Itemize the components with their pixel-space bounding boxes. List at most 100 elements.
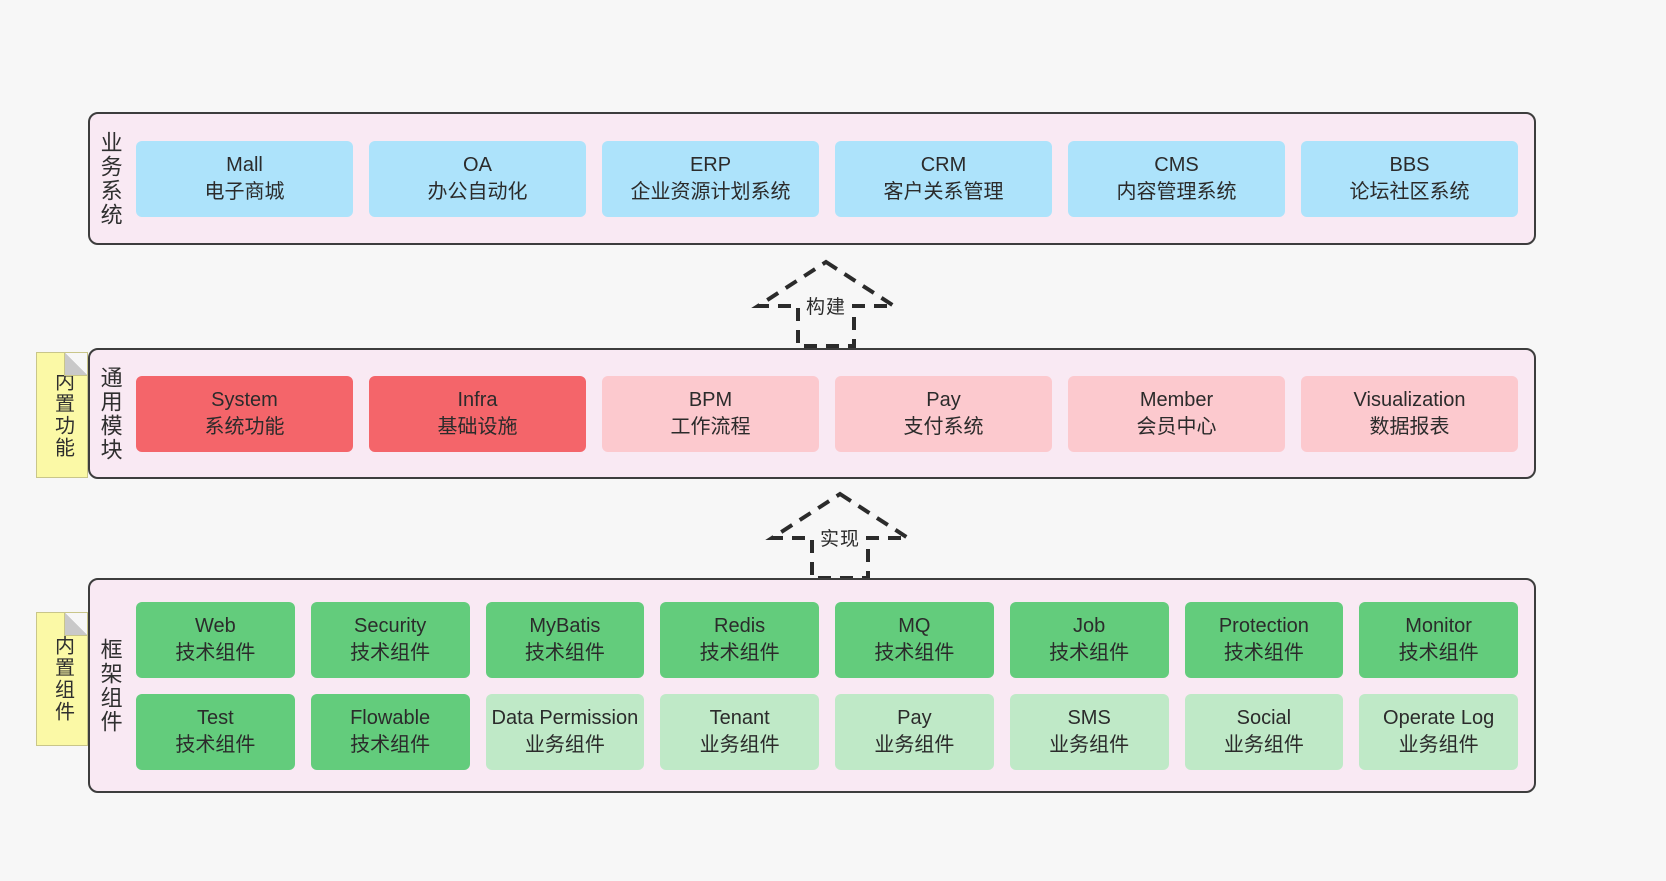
card-subtitle: 内容管理系统 bbox=[1116, 180, 1237, 203]
card-erp[interactable]: ERP 企业资源计划系统 bbox=[602, 140, 819, 217]
card-subtitle: 客户关系管理 bbox=[883, 180, 1004, 203]
card-title: Monitor bbox=[1405, 615, 1472, 638]
card-infra[interactable]: Infra 基础设施 bbox=[369, 375, 586, 452]
sticky-note-builtin-components: 内置组件 bbox=[36, 612, 88, 746]
card-subtitle: 技术组件 bbox=[350, 641, 431, 664]
card-row: Test 技术组件 Flowable 技术组件 Data Permission … bbox=[136, 693, 1518, 770]
card-monitor[interactable]: Monitor 技术组件 bbox=[1359, 601, 1518, 678]
card-subtitle: 论坛社区系统 bbox=[1349, 180, 1470, 203]
sticky-note-builtin-functions: 内置功能 bbox=[36, 352, 88, 478]
card-subtitle: 技术组件 bbox=[699, 641, 780, 664]
card-title: ERP bbox=[689, 154, 732, 177]
card-subtitle: 数据报表 bbox=[1369, 415, 1450, 438]
sticky-note-label: 内置功能 bbox=[51, 371, 74, 459]
card-member[interactable]: Member 会员中心 bbox=[1068, 375, 1285, 452]
card-title: System bbox=[211, 389, 278, 412]
card-bbs[interactable]: BBS 论坛社区系统 bbox=[1301, 140, 1518, 217]
card-redis[interactable]: Redis 技术组件 bbox=[660, 601, 819, 678]
card-crm[interactable]: CRM 客户关系管理 bbox=[835, 140, 1052, 217]
card-subtitle: 技术组件 bbox=[1398, 641, 1479, 664]
card-title: Social bbox=[1236, 707, 1292, 730]
card-subtitle: 基础设施 bbox=[437, 415, 518, 438]
dashed-up-arrow-icon bbox=[751, 259, 901, 348]
card-visualization[interactable]: Visualization 数据报表 bbox=[1301, 375, 1518, 452]
arrow-build: 构建 bbox=[746, 256, 906, 348]
card-subtitle: 技术组件 bbox=[874, 641, 955, 664]
card-subtitle: 技术组件 bbox=[175, 641, 256, 664]
card-bpm[interactable]: BPM 工作流程 bbox=[602, 375, 819, 452]
card-mall[interactable]: Mall 电子商城 bbox=[136, 140, 353, 217]
card-subtitle: 工作流程 bbox=[670, 415, 751, 438]
card-flowable[interactable]: Flowable 技术组件 bbox=[310, 693, 470, 770]
sticky-note-label: 内置组件 bbox=[51, 635, 74, 723]
card-title: MQ bbox=[898, 615, 931, 638]
card-title: Flowable bbox=[350, 707, 431, 730]
card-subtitle: 业务组件 bbox=[1398, 733, 1479, 756]
card-subtitle: 业务组件 bbox=[1223, 733, 1304, 756]
card-title: CMS bbox=[1154, 154, 1199, 177]
card-subtitle: 系统功能 bbox=[204, 415, 285, 438]
card-security[interactable]: Security 技术组件 bbox=[310, 601, 470, 678]
card-sms[interactable]: SMS 业务组件 bbox=[1009, 693, 1169, 770]
card-title: Data Permission bbox=[491, 707, 639, 730]
section-label-common-modules: 通用模块 bbox=[97, 365, 123, 462]
card-title: Tenant bbox=[709, 707, 770, 730]
card-web[interactable]: Web 技术组件 bbox=[136, 601, 295, 678]
card-title: Test bbox=[197, 707, 234, 730]
card-subtitle: 企业资源计划系统 bbox=[630, 180, 791, 203]
card-title: BPM bbox=[688, 389, 733, 412]
card-cms[interactable]: CMS 内容管理系统 bbox=[1068, 140, 1285, 217]
card-pay-component[interactable]: Pay 业务组件 bbox=[835, 693, 994, 770]
card-subtitle: 业务组件 bbox=[874, 733, 955, 756]
card-subtitle: 技术组件 bbox=[350, 733, 431, 756]
card-oa[interactable]: OA 办公自动化 bbox=[369, 140, 586, 217]
card-title: Member bbox=[1139, 389, 1214, 412]
card-title: Operate Log bbox=[1383, 707, 1495, 730]
card-title: Web bbox=[194, 615, 236, 638]
card-title: Pay bbox=[926, 389, 961, 412]
card-protection[interactable]: Protection 技术组件 bbox=[1184, 601, 1344, 678]
card-title: Security bbox=[354, 615, 427, 638]
card-subtitle: 电子商城 bbox=[204, 180, 285, 203]
card-title: CRM bbox=[920, 154, 967, 177]
card-title: OA bbox=[463, 154, 492, 177]
card-pay-module[interactable]: Pay 支付系统 bbox=[835, 375, 1052, 452]
card-test[interactable]: Test 技术组件 bbox=[136, 693, 295, 770]
card-title: Mall bbox=[226, 154, 263, 177]
card-title: BBS bbox=[1389, 154, 1430, 177]
card-job[interactable]: Job 技术组件 bbox=[1009, 601, 1169, 678]
arrow-realize: 实现 bbox=[760, 488, 920, 580]
card-system[interactable]: System 系统功能 bbox=[136, 375, 353, 452]
section-body-business-systems: Mall 电子商城 OA 办公自动化 ERP 企业资源计划系统 CRM 客户关系… bbox=[130, 114, 1534, 243]
section-common-modules: 通用模块 System 系统功能 Infra 基础设施 BPM 工作流程 Pay… bbox=[88, 348, 1536, 479]
card-subtitle: 业务组件 bbox=[524, 733, 605, 756]
card-mq[interactable]: MQ 技术组件 bbox=[835, 601, 994, 678]
card-subtitle: 支付系统 bbox=[903, 415, 984, 438]
card-title: Job bbox=[1073, 615, 1106, 638]
card-social[interactable]: Social 业务组件 bbox=[1184, 693, 1344, 770]
section-framework-components: 框架组件 Web 技术组件 Security 技术组件 MyBatis 技术组件… bbox=[88, 578, 1536, 793]
section-business-systems: 业务系统 Mall 电子商城 OA 办公自动化 ERP 企业资源计划系统 CRM… bbox=[88, 112, 1536, 245]
card-tenant[interactable]: Tenant 业务组件 bbox=[660, 693, 819, 770]
card-subtitle: 技术组件 bbox=[1049, 641, 1130, 664]
card-subtitle: 业务组件 bbox=[1049, 733, 1130, 756]
card-title: Protection bbox=[1218, 615, 1309, 638]
arrow-label: 实现 bbox=[819, 529, 861, 550]
card-title: Infra bbox=[457, 389, 498, 412]
card-mybatis[interactable]: MyBatis 技术组件 bbox=[485, 601, 645, 678]
card-title: Redis bbox=[714, 615, 766, 638]
card-row: System 系统功能 Infra 基础设施 BPM 工作流程 Pay 支付系统… bbox=[136, 375, 1518, 452]
card-subtitle: 技术组件 bbox=[524, 641, 605, 664]
section-body-common-modules: System 系统功能 Infra 基础设施 BPM 工作流程 Pay 支付系统… bbox=[130, 350, 1534, 477]
card-operate-log[interactable]: Operate Log 业务组件 bbox=[1359, 693, 1518, 770]
card-subtitle: 技术组件 bbox=[175, 733, 256, 756]
card-title: SMS bbox=[1067, 707, 1111, 730]
card-title: Pay bbox=[897, 707, 932, 730]
card-subtitle: 办公自动化 bbox=[427, 180, 528, 203]
card-subtitle: 业务组件 bbox=[699, 733, 780, 756]
card-title: MyBatis bbox=[529, 615, 601, 638]
card-data-permission[interactable]: Data Permission 业务组件 bbox=[485, 693, 645, 770]
card-row: Mall 电子商城 OA 办公自动化 ERP 企业资源计划系统 CRM 客户关系… bbox=[136, 140, 1518, 217]
arrow-label: 构建 bbox=[805, 297, 847, 318]
